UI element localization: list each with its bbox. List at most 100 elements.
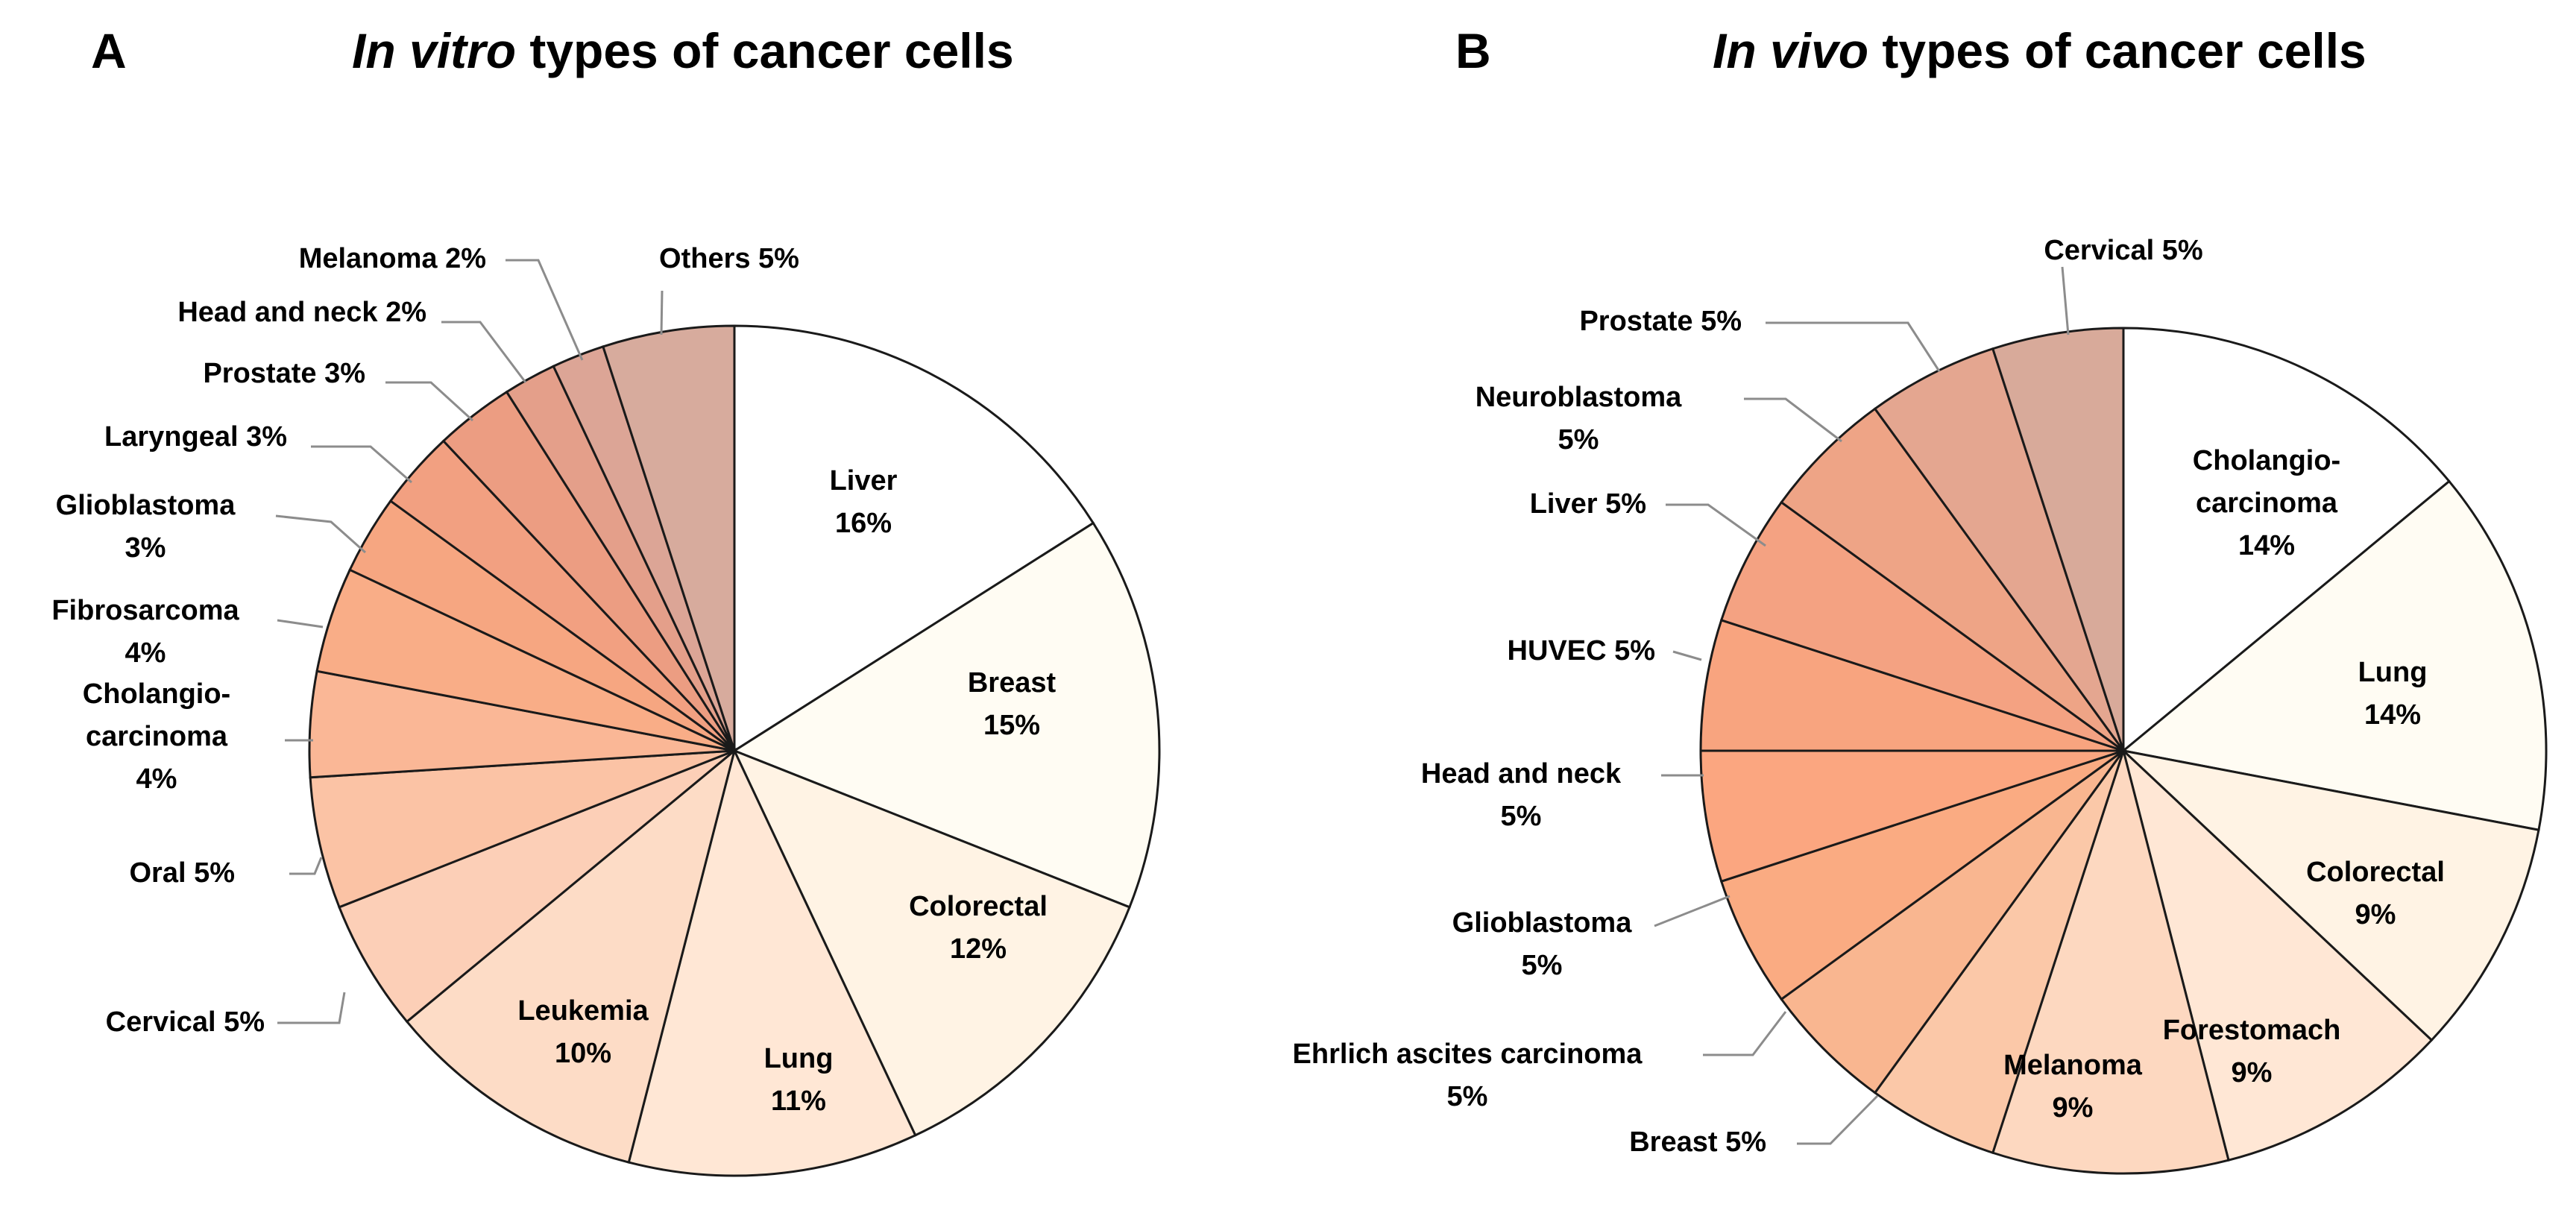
pie-slice-liver: [733, 324, 1095, 753]
slice-label-line: Laryngeal 3%: [104, 421, 287, 453]
pie-slice-head-and-neck: [1699, 749, 2124, 883]
leader-line-cervical: [2061, 266, 2070, 335]
slice-label-line: Head and neck: [1421, 758, 1622, 790]
slice-label-line: Lung: [764, 1043, 834, 1074]
chart-title-a-italic: In vitro: [352, 23, 517, 78]
leader-line-huvec: [1672, 650, 1702, 661]
slice-label-line: Liver 5%: [1530, 488, 1646, 520]
slice-label-line: Glioblastoma: [56, 490, 236, 521]
slice-label-line: Fibrosarcoma: [51, 595, 239, 626]
slice-label-line: 4%: [125, 637, 166, 669]
leader-line-ehrlich-ascites-carcinoma: [1703, 1011, 1787, 1056]
pie-slice-lung: [627, 747, 917, 1177]
slice-label-melanoma: Melanoma 2%: [299, 243, 486, 274]
slice-label-leukemia: Leukemia 10%: [517, 995, 649, 1069]
chart-title-b: In vivo types of cancer cells: [1713, 22, 2366, 79]
slice-label-line: 10%: [555, 1038, 611, 1069]
slice-label-colorectal: Colorectal 9%: [2306, 857, 2445, 930]
slice-label-cervical: Cervical 5%: [2044, 235, 2202, 266]
pie-slice-huvec: [1699, 618, 2124, 752]
slice-label-line: 5%: [1501, 801, 1542, 832]
leader-line-fibrosarcoma: [277, 619, 324, 628]
slice-label-line: Leukemia: [517, 995, 649, 1027]
slice-label-line: Cervical 5%: [106, 1006, 265, 1038]
pie-slice-ehrlich-ascites-carcinoma: [1780, 749, 2125, 1094]
pie-slice-cholangio-carcinoma: [2122, 327, 2451, 754]
slice-label-head-and-neck: Head and neck 2%: [177, 297, 426, 328]
slice-label-line: Cholangio-: [2193, 445, 2340, 476]
slice-label-line: HUVEC 5%: [1508, 635, 1656, 667]
slice-label-line: Cervical 5%: [2044, 235, 2202, 266]
slice-label-liver: Liver 16%: [830, 465, 898, 539]
slice-label-line: 14%: [2364, 699, 2421, 731]
slice-label-fibrosarcoma: Fibrosarcoma 4%: [51, 595, 239, 669]
panel-letter-b: B: [1455, 23, 1491, 78]
slice-label-line: 9%: [2053, 1092, 2094, 1124]
slice-label-others: Others 5%: [659, 243, 799, 274]
chart-title-b-italic: In vivo: [1713, 23, 1869, 78]
pie-slice-prostate: [1873, 347, 2125, 751]
leader-line-liver: [1666, 503, 1766, 547]
slice-label-line: Head and neck 2%: [177, 297, 426, 328]
slice-label-head-and-neck: Head and neck 5%: [1421, 758, 1622, 832]
slice-label-line: Liver: [830, 465, 898, 497]
slice-label-cholangio-carcinoma: Cholangio-carcinoma 4%: [83, 678, 230, 795]
slice-label-line: Glioblastoma: [1452, 907, 1633, 939]
pie-slice-forestomach: [2121, 747, 2434, 1162]
slice-label-line: 15%: [983, 710, 1040, 741]
slice-label-line: Colorectal: [2306, 857, 2445, 888]
leader-line-glioblastoma: [1654, 895, 1731, 927]
slice-label-line: 4%: [136, 763, 177, 795]
pie-slice-breast: [731, 521, 1161, 909]
pie-slice-breast: [1873, 750, 2125, 1155]
leader-line-prostate: [385, 381, 474, 422]
pie-slice-colorectal: [732, 749, 1131, 1137]
pie-slice-cervical: [338, 749, 735, 1024]
slice-label-line: carcinoma: [86, 721, 228, 752]
slice-label-line: 11%: [771, 1085, 826, 1117]
slice-label-lung: Lung 11%: [764, 1043, 834, 1117]
leader-line-laryngeal: [311, 445, 412, 484]
chart-title-a-rest: types of cancer cells: [516, 23, 1014, 78]
leader-line-neuroblastoma: [1744, 397, 1842, 443]
slice-label-line: 16%: [835, 508, 892, 539]
slice-label-cervical: Cervical 5%: [106, 1006, 265, 1038]
pie-slice-others: [601, 324, 736, 751]
leader-line-head-and-neck: [441, 321, 527, 383]
slice-label-prostate: Prostate 3%: [203, 358, 365, 389]
leader-line-breast: [1797, 1094, 1879, 1145]
leader-line-glioblastoma: [275, 514, 366, 554]
chart-title-a: In vitro types of cancer cells: [352, 22, 1014, 79]
slice-label-laryngeal: Laryngeal 3%: [104, 421, 287, 453]
slice-label-oral: Oral 5%: [129, 857, 235, 889]
slice-label-line: Neuroblastoma: [1476, 382, 1682, 413]
slice-label-line: 3%: [125, 532, 166, 564]
panel-letter-a: A: [91, 23, 127, 78]
slice-label-glioblastoma: Glioblastoma 3%: [56, 490, 236, 564]
chart-title-b-rest: types of cancer cells: [1868, 23, 2366, 78]
slice-label-line: Cholangio-: [83, 678, 230, 710]
pie-slice-liver: [1719, 500, 2124, 752]
slice-label-line: 9%: [2355, 899, 2396, 930]
leader-line-others: [660, 290, 664, 335]
pie-slice-melanoma: [1991, 746, 2230, 1175]
slice-label-line: Oral 5%: [129, 857, 235, 889]
slice-label-line: 5%: [1447, 1081, 1488, 1112]
pie-slice-cervical: [1991, 327, 2125, 751]
slice-label-line: Others 5%: [659, 243, 799, 274]
slice-label-huvec: HUVEC 5%: [1508, 635, 1656, 667]
slice-label-line: carcinoma: [2196, 488, 2338, 519]
slice-label-line: Prostate 3%: [203, 358, 365, 389]
leader-line-cervical: [277, 992, 346, 1024]
slice-label-prostate: Prostate 5%: [1579, 306, 1742, 337]
